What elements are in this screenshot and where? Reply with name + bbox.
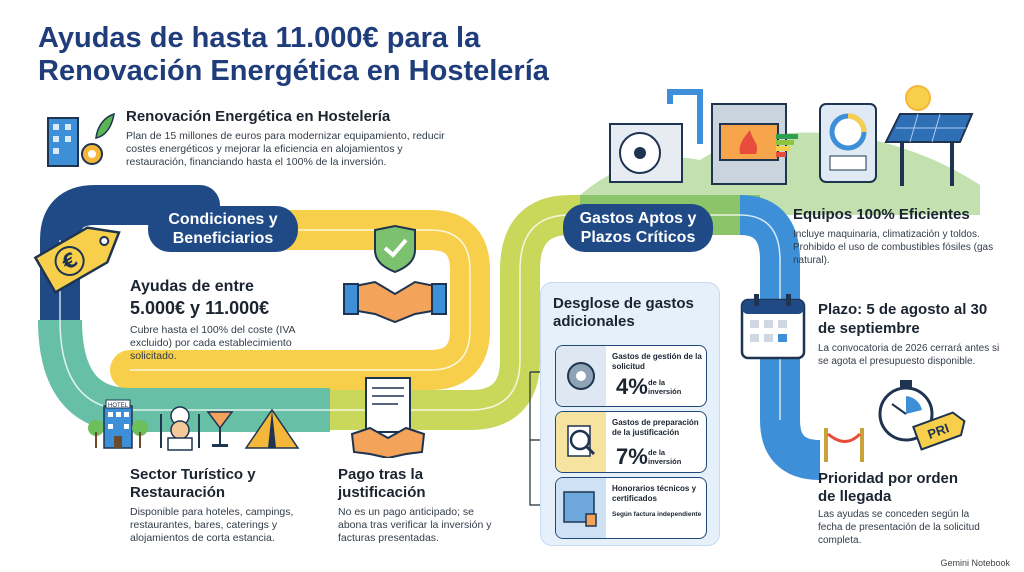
hotel-restaurant-camping-icons: HOTEL — [88, 399, 300, 451]
pill-conditions: Condiciones y Beneficiarios — [148, 206, 298, 252]
card-honorarios-title: Honorarios técnicos y certificados — [612, 484, 697, 503]
card-honorarios-note: Según factura independiente — [612, 511, 702, 518]
euro-price-tag-icon: € — [33, 226, 121, 295]
card-honorarios: Honorarios técnicos y certificados Según… — [555, 477, 707, 539]
document-handshake-icon — [350, 377, 426, 458]
building-gear-leaf-icon — [47, 112, 115, 167]
card-preparacion-title: Gastos de preparación de la justificació… — [612, 418, 699, 437]
desglose-panel: Desglose de gastos adicionales Gastos de… — [540, 282, 720, 546]
card-preparacion: Gastos de preparación de la justificació… — [555, 411, 707, 473]
sector-heading: Sector Turístico y Restauración — [130, 466, 256, 501]
card-gestion-percent: 4% — [616, 374, 648, 399]
page-title: Ayudas de hasta 11.000€ para la Renovaci… — [38, 22, 549, 87]
blueprint-stamp-icon — [556, 478, 606, 538]
card-gestion-suffix: de la inversión — [648, 378, 682, 396]
calendar-icon — [740, 294, 806, 360]
intro-heading: Renovación Energética en Hostelería — [126, 108, 391, 125]
plazo-heading: Plazo: 5 de agosto al 30 de septiembre — [818, 301, 988, 337]
card-gestion: Gastos de gestión de la solicitud 4% de … — [555, 345, 707, 407]
efficient-equipment-illustration — [609, 85, 974, 186]
intro-text: Plan de 15 millones de euros para modern… — [126, 130, 445, 168]
brand-label: Gemini Notebook — [940, 558, 1010, 568]
pill-expenses: Gastos Aptos y Plazos Críticos — [563, 204, 713, 252]
prioridad-text: Las ayudas se conceden según la fecha de… — [818, 509, 980, 546]
equipos-heading: Equipos 100% Eficientes — [793, 206, 970, 223]
pago-text: No es un pago anticipado; se abona tras … — [338, 506, 492, 544]
handshake-shield-icon — [343, 224, 447, 324]
plazo-text: La convocatoria de 2026 cerrará antes si… — [818, 343, 1000, 367]
pago-heading: Pago tras la justificación — [338, 466, 426, 501]
stopwatch-priority-icon: PRI — [824, 380, 966, 462]
card-gestion-title: Gastos de gestión de la solicitud — [612, 352, 702, 371]
ayudas-heading-1: Ayudas de entre — [130, 278, 254, 295]
priority-tag-text: PRI — [926, 420, 951, 442]
ayudas-heading-2: 5.000€ y 11.000€ — [130, 298, 270, 318]
prioridad-heading: Prioridad por orden de llegada — [818, 470, 959, 505]
hotel-sign-text: HOTEL — [108, 403, 129, 409]
gear-icon — [556, 346, 606, 406]
sector-text: Disponible para hoteles, campings, resta… — [130, 506, 294, 544]
equipos-text: Incluye maquinaria, climatización y told… — [793, 229, 994, 266]
card-preparacion-suffix: de la inversión — [648, 448, 682, 466]
desglose-heading: Desglose de gastos adicionales — [553, 295, 694, 330]
ayudas-text: Cubre hasta el 100% del coste (IVA exclu… — [130, 324, 295, 362]
magnifier-document-icon — [556, 412, 606, 472]
card-preparacion-percent: 7% — [616, 444, 648, 469]
